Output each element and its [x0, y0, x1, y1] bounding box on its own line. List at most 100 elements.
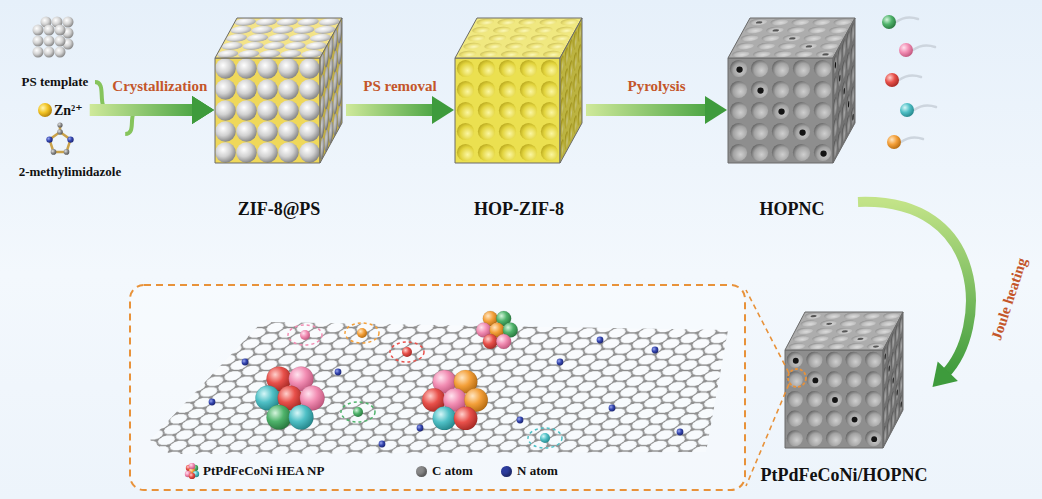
- carbon: [57, 129, 63, 135]
- macropore: [826, 391, 842, 407]
- macropore: [541, 60, 558, 77]
- macropore: [499, 144, 516, 161]
- macropore: [751, 123, 768, 140]
- legend-swatch: [501, 466, 512, 477]
- zinc-ion: [38, 103, 52, 117]
- hea-particle: [422, 370, 488, 430]
- macropore: [814, 102, 831, 119]
- pore-opening: [757, 87, 763, 93]
- pore-opening: [812, 377, 818, 383]
- arrow-head: [192, 96, 214, 124]
- macropore: [499, 102, 516, 119]
- macropore: [814, 123, 831, 140]
- inset-frame: [130, 285, 745, 490]
- macropore: [730, 81, 747, 98]
- macropore: [865, 411, 881, 427]
- ps-sphere: [278, 58, 299, 79]
- cube-face: [728, 58, 833, 163]
- ps-sphere: [257, 142, 278, 163]
- ps-sphere: [236, 79, 257, 100]
- macropore: [772, 60, 789, 77]
- cube-face: [785, 312, 903, 350]
- imidazole-icon: [46, 122, 73, 154]
- macropore: [751, 60, 768, 77]
- node-label: 2-methylimidazole: [19, 164, 122, 180]
- nitrogen: [46, 136, 52, 142]
- pore-opening: [820, 150, 826, 156]
- node-label: Zn²⁺: [54, 102, 83, 119]
- n-atom: [597, 337, 604, 344]
- legend-symbol: [184, 463, 200, 479]
- macropore: [457, 123, 474, 140]
- ps-template-icon: [33, 17, 74, 58]
- macropore: [865, 391, 881, 407]
- hea-nanoparticles: [255, 311, 517, 430]
- ps-sphere: [257, 58, 278, 79]
- process-arrow: [858, 202, 971, 387]
- metal-precursors: [882, 15, 936, 149]
- n-dopants: [209, 337, 684, 448]
- hea-particle: [255, 366, 324, 429]
- face-edge: [455, 58, 560, 163]
- n-atom: [379, 441, 386, 448]
- ps-sphere: [299, 58, 320, 79]
- macropore: [846, 430, 862, 446]
- metal-atom: [267, 405, 292, 430]
- reagent-node: 2-methylimidazole: [15, 126, 126, 180]
- arrow-head: [933, 361, 958, 387]
- ps-sphere: [55, 25, 66, 36]
- macropore: [541, 144, 558, 161]
- arrow-shaft: [586, 104, 707, 116]
- macropore: [520, 144, 537, 161]
- porous-cube: [215, 18, 342, 163]
- macropore: [793, 102, 810, 119]
- metal-atom: [899, 43, 913, 57]
- face-ground: [883, 312, 903, 448]
- face-edge: [320, 18, 342, 163]
- pore-opening: [799, 129, 805, 135]
- inset: [130, 285, 806, 490]
- single-atom-ring: [390, 342, 424, 362]
- macropore: [478, 81, 495, 98]
- arrow-head: [192, 96, 214, 124]
- hea-particle: [476, 311, 518, 349]
- face-edge: [728, 58, 833, 163]
- ps-sphere: [236, 100, 257, 121]
- methyl-carbon: [57, 122, 62, 127]
- carbon: [64, 149, 70, 155]
- metal-atom: [433, 407, 457, 431]
- macropore: [730, 60, 747, 77]
- pore-opening: [832, 397, 838, 403]
- ps-sphere: [55, 47, 66, 58]
- ps-sphere: [236, 121, 257, 142]
- n-atom: [417, 425, 424, 432]
- single-atom-ring: [341, 402, 375, 422]
- ps-sphere: [44, 36, 55, 47]
- macropore: [787, 391, 803, 407]
- ps-sphere: [215, 121, 236, 142]
- macropore: [793, 123, 810, 140]
- metal-atom: [885, 73, 899, 87]
- macropore: [806, 371, 822, 387]
- macropore: [865, 352, 881, 368]
- face-edge: [833, 18, 855, 163]
- node-label: PtPdFeCoNi/HOPNC: [761, 464, 928, 486]
- cube-face: [215, 58, 320, 163]
- pore-opening: [793, 358, 799, 364]
- arrow-shaft: [346, 104, 434, 116]
- face-ground: [833, 18, 855, 163]
- ps-sphere: [257, 100, 278, 121]
- macropore: [457, 102, 474, 119]
- face-edge: [560, 18, 582, 163]
- ps-sphere: [215, 142, 236, 163]
- macropore: [520, 102, 537, 119]
- macropore: [846, 371, 862, 387]
- macropore: [814, 60, 831, 77]
- carbon: [51, 149, 57, 155]
- macropore: [846, 391, 862, 407]
- macropore: [499, 123, 516, 140]
- face-edge: [883, 312, 903, 448]
